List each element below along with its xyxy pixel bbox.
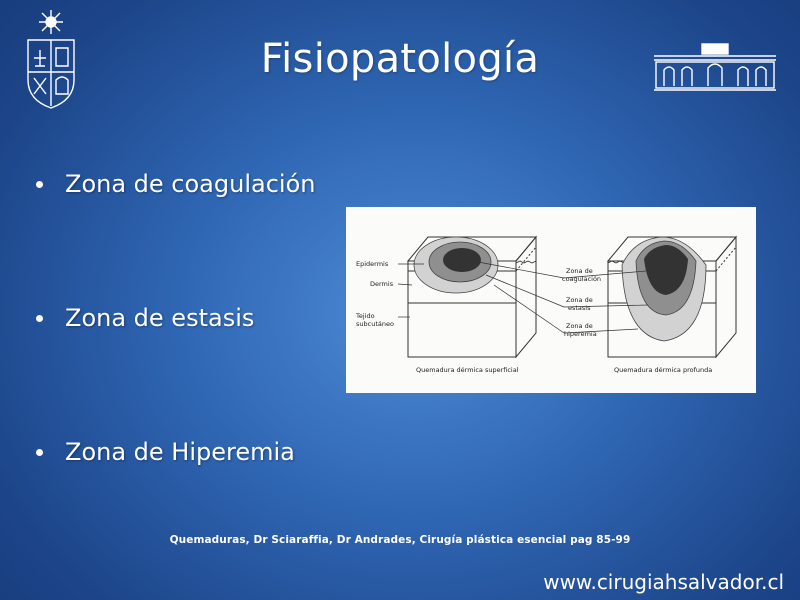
- zone-coagulacion-superficial: [443, 248, 481, 272]
- bullet-dot: [36, 448, 43, 456]
- zone-coagulacion-profunda: [644, 245, 688, 295]
- label-zona-coagulacion-1: Zona de: [566, 267, 593, 275]
- citation-text: Quemaduras, Dr Sciaraffia, Dr Andrades, …: [169, 534, 631, 546]
- caption-profunda: Quemadura dérmica profunda: [614, 366, 712, 374]
- label-dermis: Dermis: [370, 280, 394, 288]
- bullet-zona-hiperemia: Zona de Hiperemia: [36, 438, 295, 466]
- bullet-zona-coagulacion: Zona de coagulación: [36, 170, 315, 198]
- label-zona-hiperemia-2: hiperemia: [564, 330, 597, 338]
- label-tejido: Tejido: [355, 312, 375, 320]
- bullet-dot: [36, 314, 43, 322]
- label-epidermis: Epidermis: [356, 260, 389, 268]
- label-zona-hiperemia-1: Zona de: [566, 322, 593, 330]
- label-zona-estasis-1: Zona de: [566, 296, 593, 304]
- label-zona-estasis-2: estasis: [568, 304, 591, 312]
- label-subcutaneo: subcutáneo: [356, 320, 394, 328]
- bullet-zona-estasis: Zona de estasis: [36, 304, 254, 332]
- website-url: www.cirugiahsalvador.cl: [543, 570, 784, 594]
- hospital-building-logo: [654, 43, 776, 91]
- label-zona-coagulacion-2: coagulación: [562, 275, 601, 283]
- burn-zones-diagram: Epidermis Dermis Tejido subcutáneo Zona …: [355, 235, 738, 374]
- bullet-text: Zona de estasis: [65, 304, 255, 332]
- slide-title: Fisiopatología: [260, 36, 540, 82]
- burn-zones-illustration: Epidermis Dermis Tejido subcutáneo Zona …: [346, 207, 756, 393]
- bullet-dot: [36, 180, 43, 188]
- university-crest-logo: [27, 10, 75, 109]
- bullet-text: Zona de Hiperemia: [65, 438, 295, 466]
- bullet-text: Zona de coagulación: [65, 170, 316, 198]
- caption-superficial: Quemadura dérmica superficial: [416, 366, 519, 374]
